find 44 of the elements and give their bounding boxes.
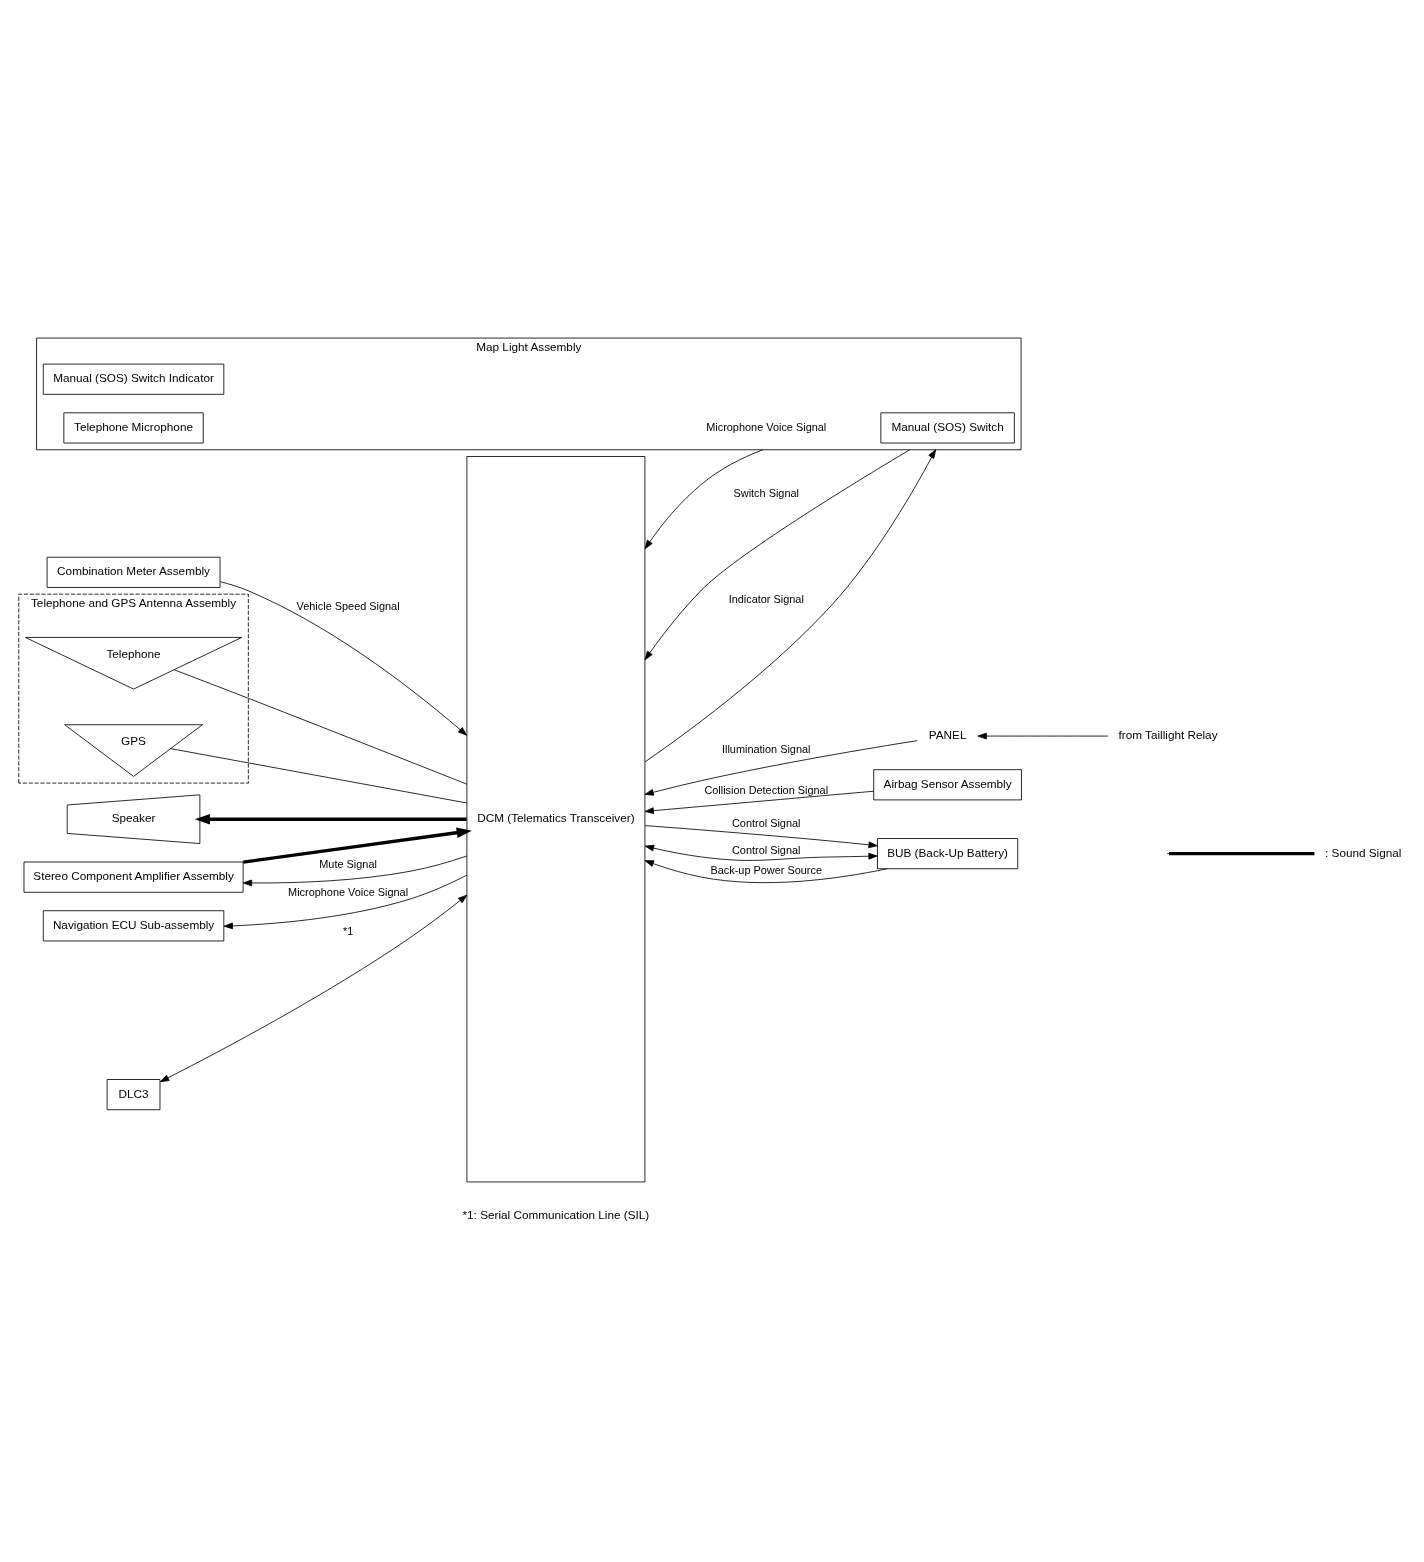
arrow — [242, 855, 468, 887]
node-box: BUB (Back-Up Battery) — [877, 838, 1019, 870]
edge-label: Control Signal — [731, 817, 801, 830]
edge-label: Microphone Voice Signal — [288, 885, 409, 898]
edge-label: Microphone Voice Signal — [706, 420, 827, 433]
legend-label: : Sound Signal — [1325, 845, 1402, 859]
arrow — [644, 449, 764, 550]
edge-label: Collision Detection Signal — [704, 783, 829, 796]
node-box: Airbag Sensor Assembly — [873, 769, 1022, 801]
arrow — [223, 874, 468, 930]
arrow — [977, 732, 1109, 740]
edge-label: Illumination Signal — [721, 743, 811, 756]
arrow — [644, 860, 888, 884]
arrow — [644, 449, 937, 763]
arrow — [644, 825, 878, 849]
node-text: PANEL — [928, 728, 967, 742]
arrow — [644, 844, 878, 861]
edge-label: Mute Signal — [319, 858, 377, 871]
node-box: Stereo Component Amplifier Assembly — [23, 861, 244, 893]
label: *1: Serial Communication Line (SIL) — [462, 1207, 650, 1221]
node-box: Combination Meter Assembly — [46, 556, 221, 588]
node-box: DCM (Telematics Transceiver) — [466, 456, 646, 1183]
edge-label: Switch Signal — [733, 487, 799, 500]
node-box: Speaker — [66, 794, 201, 844]
connector — [170, 748, 468, 804]
arrow — [243, 827, 472, 864]
edge-label: Vehicle Speed Signal — [296, 600, 400, 613]
arrow — [159, 894, 468, 1083]
node-box: Manual (SOS) Switch — [880, 412, 1015, 444]
arrow — [644, 740, 918, 796]
edge-label: *1 — [342, 924, 354, 937]
arrow — [219, 581, 468, 736]
arrow — [644, 449, 911, 661]
node-box: Manual (SOS) Switch Indicator — [42, 363, 225, 395]
edge-label: Back-up Power Source — [710, 864, 823, 877]
node-text: from Taillight Relay — [1118, 728, 1218, 742]
arrow — [194, 813, 467, 825]
edge-label: Indicator Signal — [728, 592, 804, 605]
arrow — [644, 790, 874, 814]
node-box: Telephone Microphone — [63, 412, 204, 444]
connector — [173, 669, 468, 785]
node-box: Navigation ECU Sub-assembly — [42, 910, 225, 942]
edge-label: Control Signal — [731, 843, 801, 856]
node-box: DLC3 — [106, 1079, 161, 1111]
